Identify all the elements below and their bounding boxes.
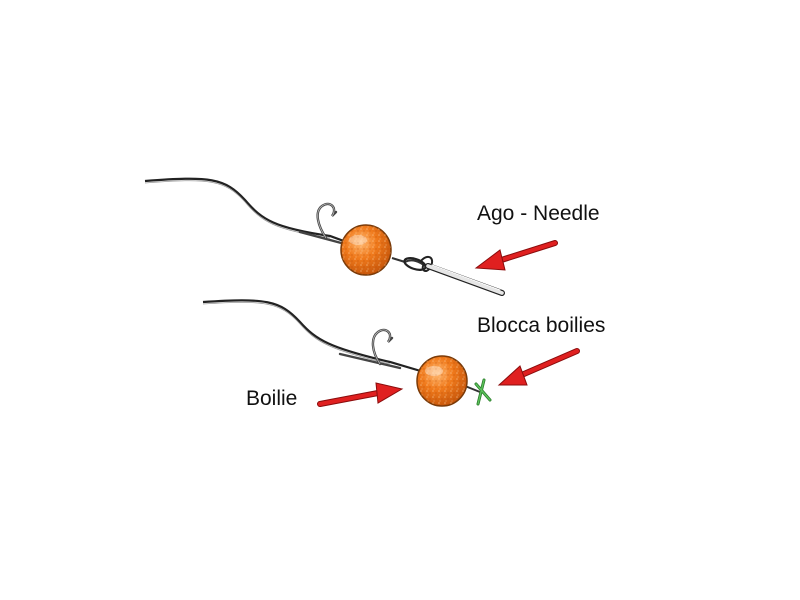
arrow-to-boilie-icon [317, 382, 404, 407]
top-hooklink-line [144, 177, 353, 246]
arrow-to-stop-icon [497, 348, 580, 386]
needle-icon [425, 263, 505, 296]
top-boilie-icon [340, 224, 392, 276]
bottom-rig [202, 299, 492, 407]
boilie-stop-label: Blocca boilies [477, 314, 606, 337]
arrow-to-needle-icon [474, 240, 558, 271]
bottom-hooklink-line [202, 299, 425, 374]
top-rig [144, 177, 505, 296]
boilie-label: Boilie [246, 387, 298, 410]
needle-label: Ago - Needle [477, 202, 600, 225]
bottom-boilie-icon [416, 355, 468, 407]
boilie-stop-icon [474, 378, 492, 406]
